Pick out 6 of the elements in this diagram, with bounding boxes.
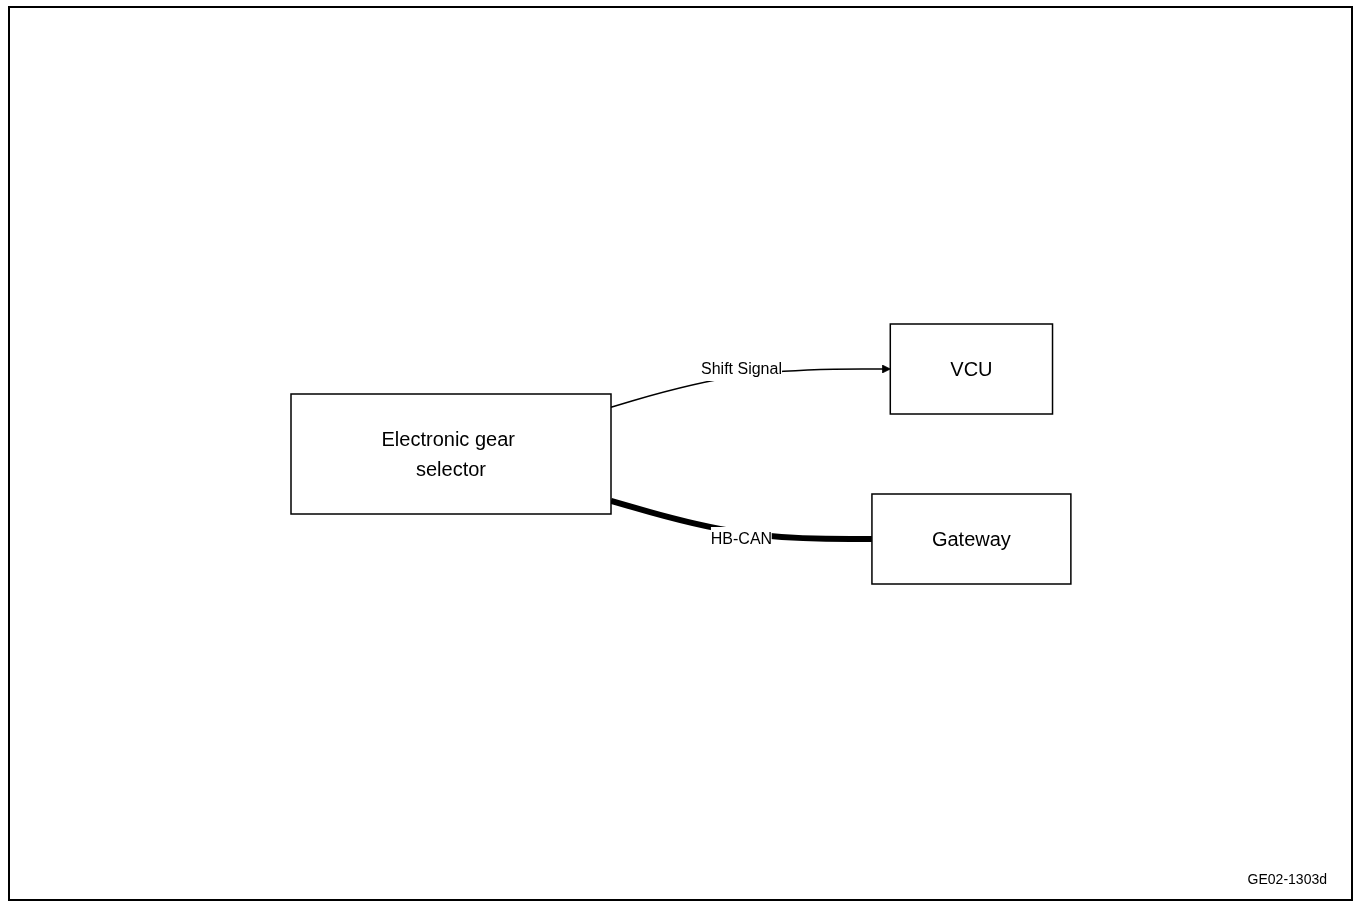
edge-label: Shift Signal	[700, 359, 782, 377]
node-box: Electronic gear selector	[289, 392, 612, 515]
edge-label: HB-CAN	[710, 529, 772, 547]
node-box: Gateway	[870, 492, 1072, 585]
node-box: VCU	[889, 322, 1053, 415]
drawing-number: GE02-1303d	[1247, 871, 1327, 887]
